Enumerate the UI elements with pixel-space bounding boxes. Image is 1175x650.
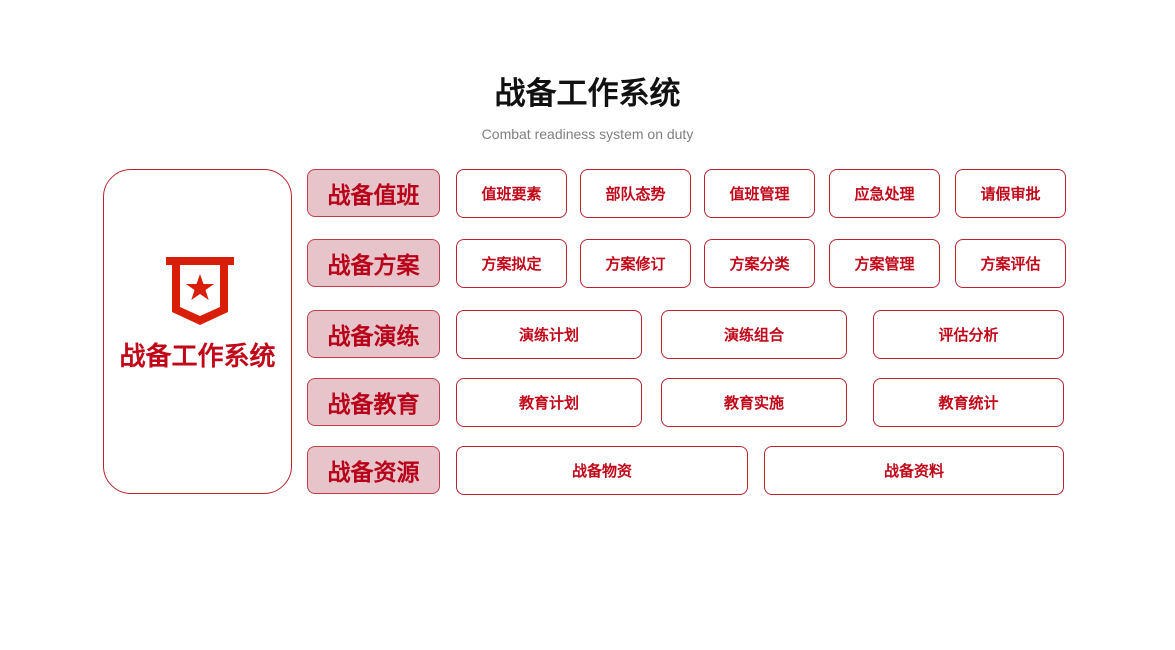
- module-button[interactable]: 部队态势: [580, 169, 691, 218]
- module-button[interactable]: 教育计划: [456, 378, 642, 427]
- module-button[interactable]: 方案分类: [704, 239, 815, 288]
- category-3[interactable]: 战备演练: [307, 310, 440, 358]
- module-button[interactable]: 请假审批: [955, 169, 1066, 218]
- module-button[interactable]: 演练计划: [456, 310, 642, 359]
- category-1[interactable]: 战备值班: [307, 169, 440, 217]
- category-5[interactable]: 战备资源: [307, 446, 440, 494]
- module-button[interactable]: 教育实施: [661, 378, 847, 427]
- module-button[interactable]: 战备资料: [764, 446, 1064, 495]
- shield-star-icon: [166, 257, 234, 325]
- module-button[interactable]: 应急处理: [829, 169, 940, 218]
- page-title: 战备工作系统: [494, 76, 681, 112]
- module-button[interactable]: 方案管理: [829, 239, 940, 288]
- module-button[interactable]: 方案修订: [580, 239, 691, 288]
- module-button[interactable]: 值班管理: [704, 169, 815, 218]
- system-box: [103, 169, 292, 494]
- category-2[interactable]: 战备方案: [307, 239, 440, 287]
- page-subtitle: Combat readiness system on duty: [481, 126, 694, 142]
- module-button[interactable]: 战备物资: [456, 446, 748, 495]
- module-button[interactable]: 评估分析: [873, 310, 1064, 359]
- system-label: 战备工作系统: [119, 342, 276, 372]
- module-button[interactable]: 方案拟定: [456, 239, 567, 288]
- category-4[interactable]: 战备教育: [307, 378, 440, 426]
- module-button[interactable]: 演练组合: [661, 310, 847, 359]
- module-button[interactable]: 值班要素: [456, 169, 567, 218]
- module-button[interactable]: 方案评估: [955, 239, 1066, 288]
- module-button[interactable]: 教育统计: [873, 378, 1064, 427]
